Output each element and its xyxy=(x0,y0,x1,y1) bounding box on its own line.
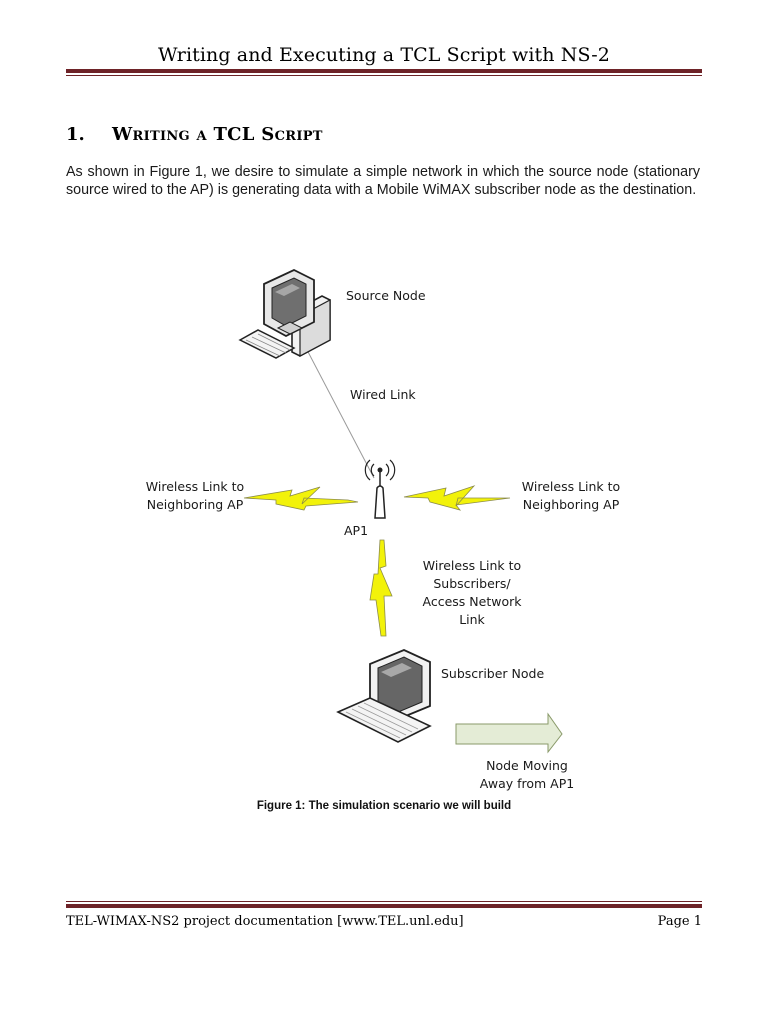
footer-rule-thin xyxy=(66,901,702,902)
label-wireless-left-line2: Neighboring AP xyxy=(140,496,250,514)
label-source-node: Source Node xyxy=(346,287,426,305)
label-wireless-right: Wireless Link to Neighboring AP xyxy=(516,478,626,514)
label-wired-link: Wired Link xyxy=(350,386,416,404)
label-node-moving: Node Moving Away from AP1 xyxy=(472,757,582,793)
label-node-moving-line2: Away from AP1 xyxy=(472,775,582,793)
label-wireless-left: Wireless Link to Neighboring AP xyxy=(140,478,250,514)
label-wireless-right-line2: Neighboring AP xyxy=(516,496,626,514)
label-wireless-subscribers-line4: Link xyxy=(416,611,528,629)
label-wireless-left-line1: Wireless Link to xyxy=(140,478,250,496)
laptop-icon xyxy=(338,650,430,742)
label-wireless-subscribers-line1: Wireless Link to xyxy=(416,557,528,575)
label-wireless-subscribers: Wireless Link to Subscribers/ Access Net… xyxy=(416,557,528,629)
label-wireless-subscribers-line2: Subscribers/ xyxy=(416,575,528,593)
wired-link-line xyxy=(306,348,374,478)
lightning-bolt-icon xyxy=(370,540,392,636)
access-point-antenna-icon xyxy=(365,460,394,518)
label-ap1: AP1 xyxy=(344,522,368,540)
label-wireless-right-line1: Wireless Link to xyxy=(516,478,626,496)
lightning-bolt-icon xyxy=(404,486,510,510)
label-node-moving-line1: Node Moving xyxy=(472,757,582,775)
footer-rule xyxy=(66,904,702,908)
footer-page-number: Page 1 xyxy=(658,914,702,929)
label-wireless-subscribers-line3: Access Network xyxy=(416,593,528,611)
footer-project-doc: TEL-WIMAX-NS2 project documentation [www… xyxy=(66,914,464,929)
right-arrow-icon xyxy=(456,714,562,752)
lightning-bolt-icon xyxy=(244,487,358,510)
figure-caption: Figure 1: The simulation scenario we wil… xyxy=(0,800,768,812)
label-subscriber-node: Subscriber Node xyxy=(441,665,544,683)
desktop-computer-icon xyxy=(240,270,330,358)
